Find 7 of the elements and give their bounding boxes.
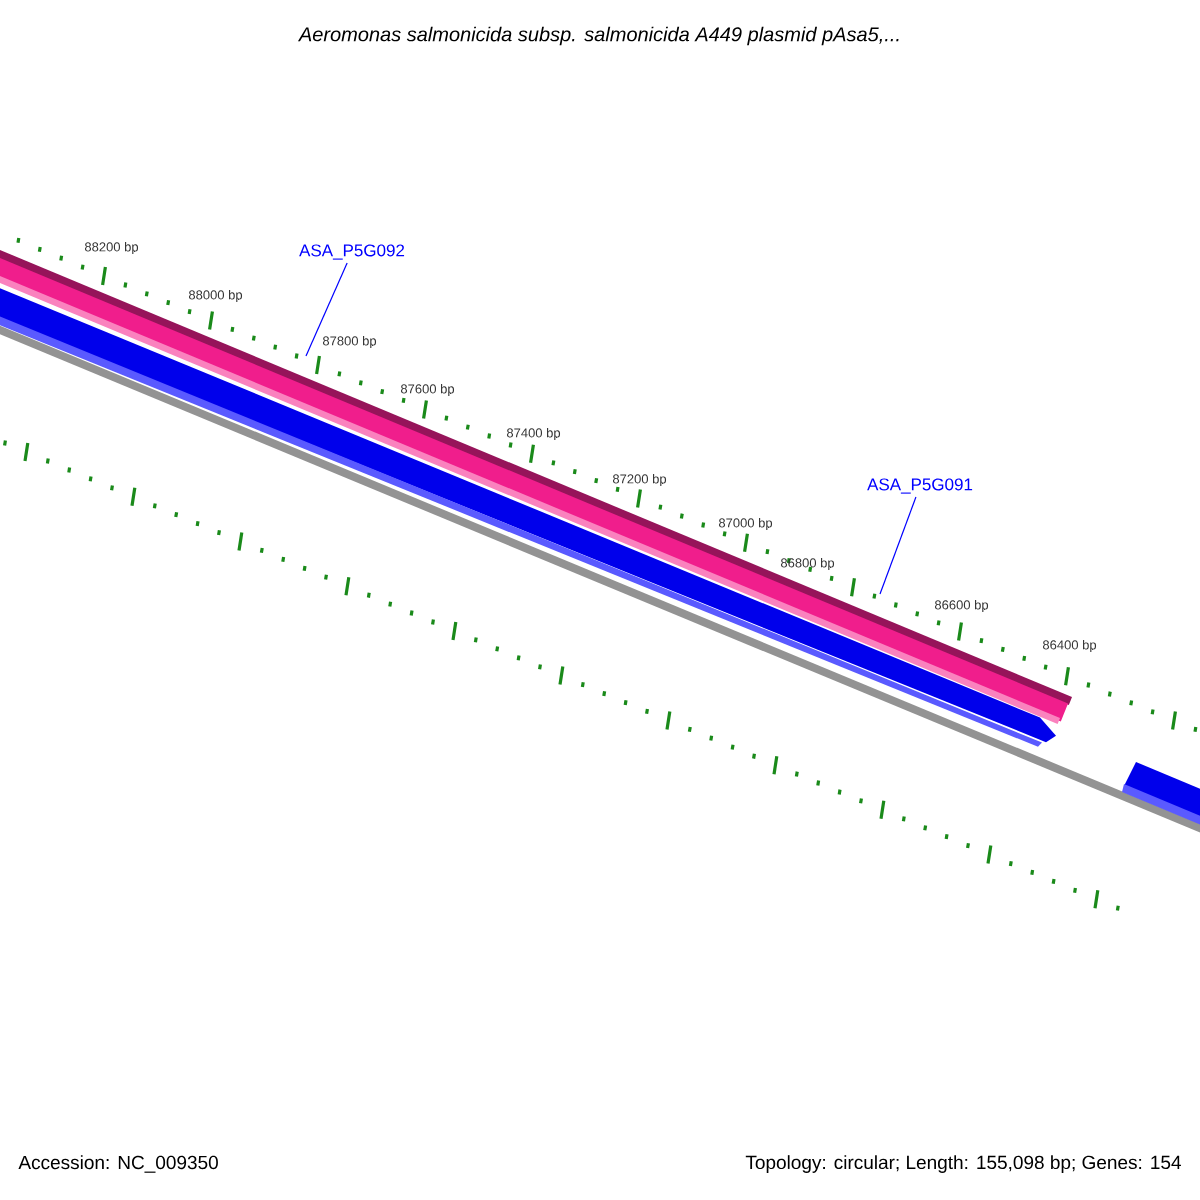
gene-label: ASA_P5G092 (299, 244, 405, 260)
leader-line (305, 262, 348, 357)
accession-text: Accession: NC_009350 (18, 1155, 218, 1173)
title: Aeromonas salmonicida subsp. salmonicida A449 plasmid pAsa5,... (297, 26, 899, 46)
leader-line (879, 496, 917, 595)
summary-text: Topology: circular; Length: 155,098 bp; Genes: 154 (745, 1155, 1181, 1173)
gene-label: ASA_P5G091 (867, 478, 973, 494)
